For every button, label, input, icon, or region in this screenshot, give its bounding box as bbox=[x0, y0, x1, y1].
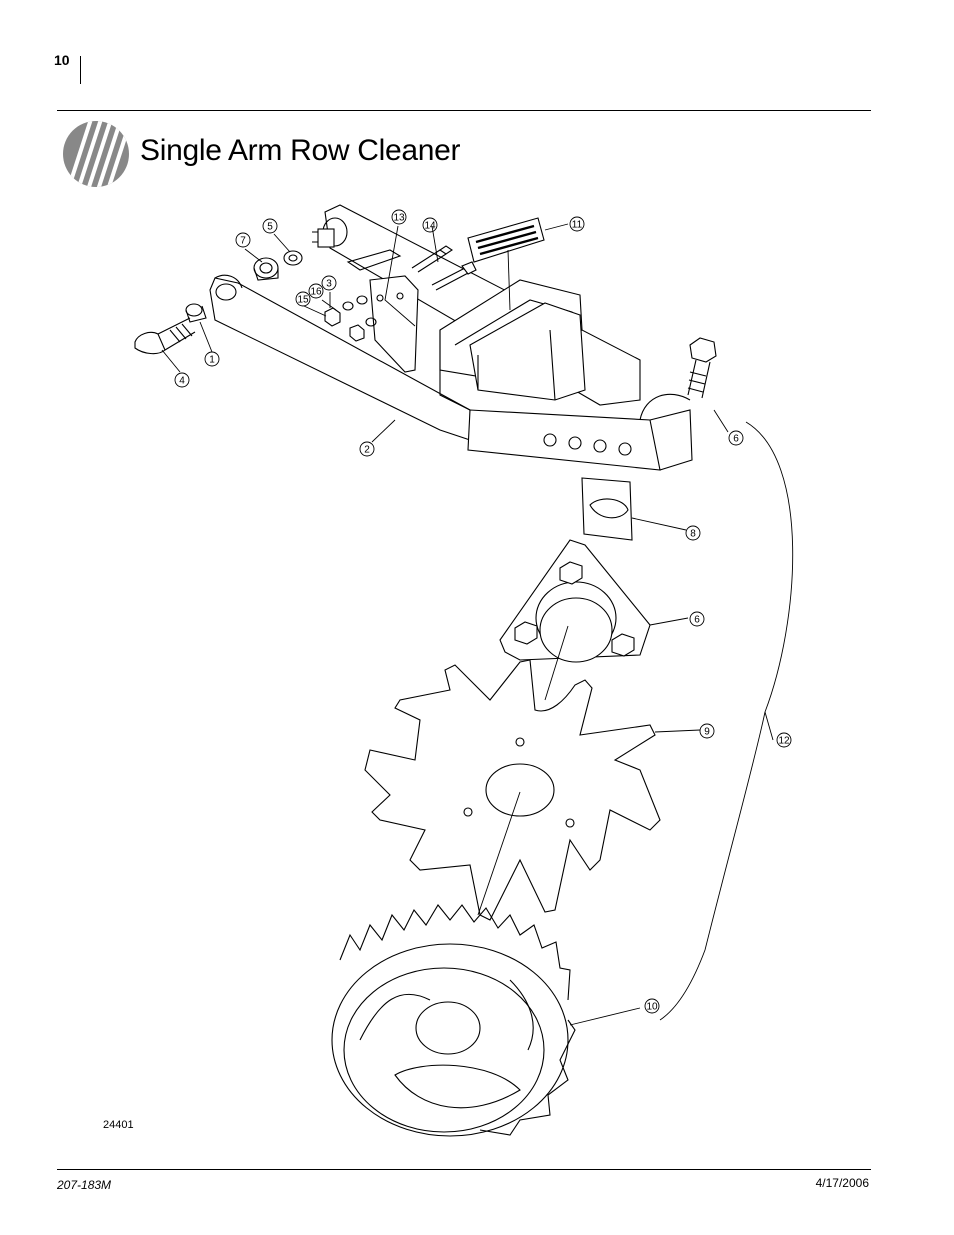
document-date: 4/17/2006 bbox=[815, 1176, 869, 1190]
toothed-wheel bbox=[331, 904, 576, 1137]
svg-text:8: 8 bbox=[690, 529, 696, 540]
finger-wheel bbox=[364, 659, 661, 921]
leader-lines bbox=[161, 223, 794, 1026]
figure-number: 24401 bbox=[103, 1119, 134, 1131]
svg-text:10: 10 bbox=[646, 1002, 658, 1013]
svg-text:14: 14 bbox=[424, 221, 436, 232]
page-number: 10 bbox=[54, 52, 70, 68]
svg-text:1: 1 bbox=[209, 355, 215, 366]
svg-text:12: 12 bbox=[778, 736, 790, 747]
svg-text:5: 5 bbox=[267, 222, 273, 233]
header-rule bbox=[57, 110, 871, 111]
footer-rule bbox=[57, 1169, 871, 1170]
brand-logo-icon bbox=[63, 121, 129, 187]
svg-text:6: 6 bbox=[733, 434, 739, 445]
svg-text:2: 2 bbox=[364, 445, 370, 456]
svg-text:13: 13 bbox=[393, 213, 405, 224]
document-number: 207-183M bbox=[57, 1178, 112, 1192]
callout-labels: 7 5 13 14 11 3 16 15 1 4 2 6 8 6 9 12 10 bbox=[174, 209, 792, 1014]
hardware-parts bbox=[134, 217, 717, 541]
svg-text:11: 11 bbox=[572, 220, 583, 231]
header-divider bbox=[80, 56, 81, 84]
page-title: Single Arm Row Cleaner bbox=[140, 134, 461, 167]
svg-text:3: 3 bbox=[326, 279, 332, 290]
arm-assembly bbox=[209, 204, 693, 471]
svg-text:7: 7 bbox=[240, 236, 246, 247]
hub-bearing bbox=[499, 539, 651, 663]
svg-text:6: 6 bbox=[694, 615, 700, 626]
svg-text:9: 9 bbox=[704, 727, 710, 738]
svg-text:15: 15 bbox=[297, 295, 309, 306]
svg-text:16: 16 bbox=[310, 287, 322, 298]
svg-text:4: 4 bbox=[179, 376, 185, 387]
